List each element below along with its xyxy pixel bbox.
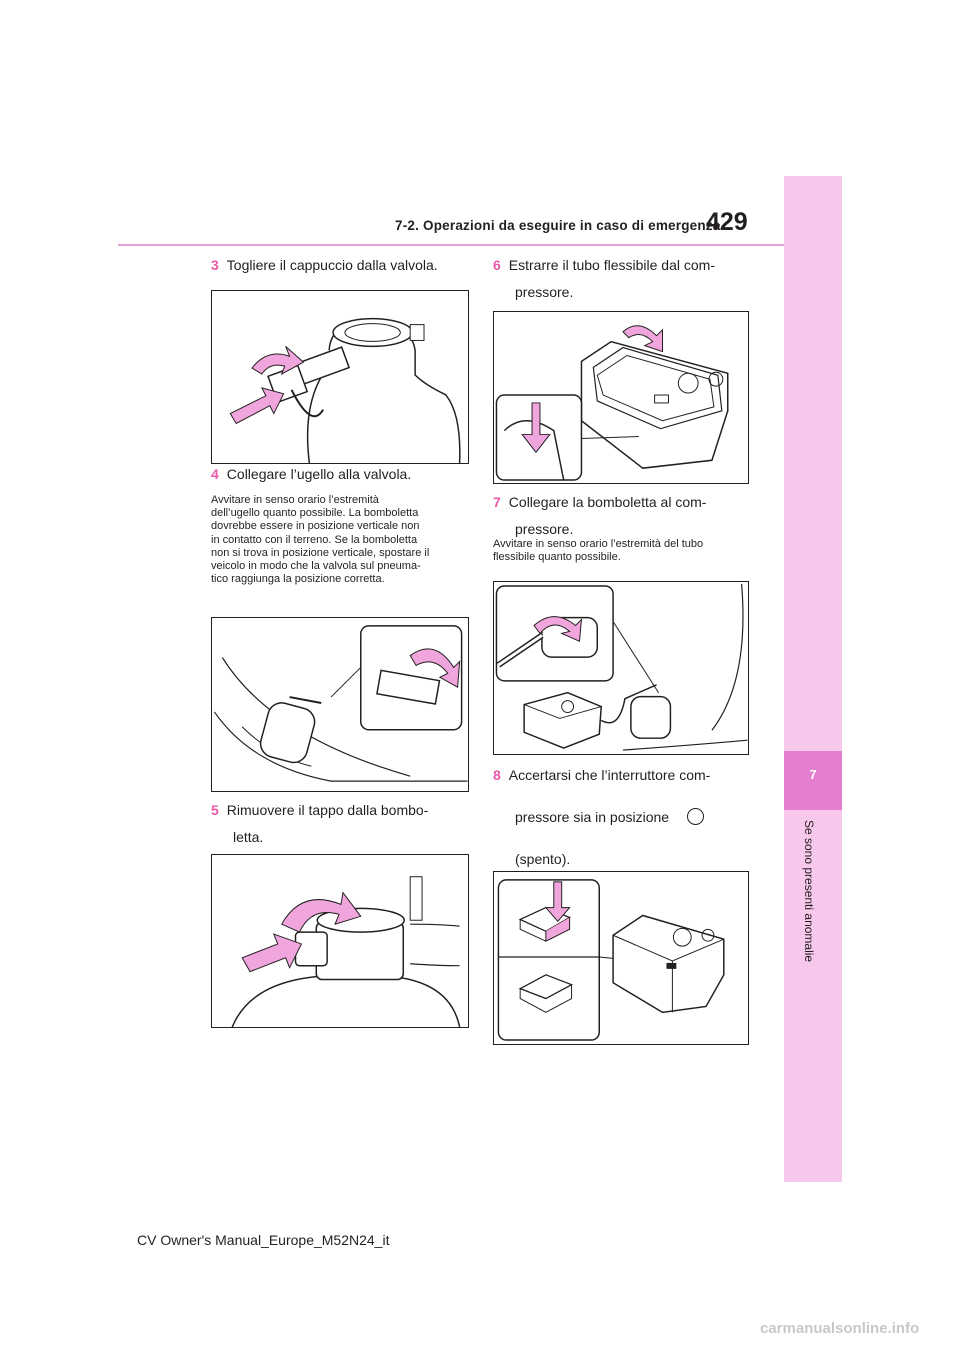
chapter-title: Se sono presenti anomalie [784,820,842,1150]
figure-remove-valve-cap [211,290,469,464]
step-text-continued: (spento). [515,851,571,867]
note-line: veicolo in modo che la valvola sul pneum… [211,560,421,573]
step-text-continued: pressore sia in posizione [493,804,710,831]
note-line: flessibile quanto possibile. [493,551,621,564]
figure-compressor-switch-off [493,871,749,1045]
header-divider [118,244,784,246]
step-7: 7 Collegare la bomboletta al com- pressor… [493,489,706,543]
step-7-note: Avvitare in senso orario l’estremità del… [493,538,703,564]
step-text: Accertarsi che l’interruttore com- [508,767,711,783]
footer-manual-id: CV Owner's Manual_Europe_M52N24_it [137,1232,390,1248]
step-text-part: pressore sia in posizione [515,809,670,825]
step-text-continued: letta. [233,829,264,845]
note-line: Avvitare in senso orario l’estremità [211,494,379,506]
step-text: Rimuovere il tappo dalla bombo- [226,802,429,818]
step-text-continued: pressore. [515,284,574,300]
figure-connect-bottle-compressor [493,581,749,755]
step-8: 8 Accertarsi che l’interruttore com- pres… [493,762,710,873]
page-number: 429 [706,208,748,236]
extract-hose-illustration [495,325,729,481]
figure-connect-nozzle [211,617,469,792]
chapter-number-tab [784,751,842,810]
step-text: Collegare la bomboletta al com- [508,494,707,510]
step-3: 3 Togliere il cappuccio dalla valvola. [211,252,438,279]
chapter-side-tab [784,176,842,1182]
nozzle-connection-illustration [213,625,468,782]
chapter-title-text: Se sono presenti anomalie [802,820,816,963]
step-number: 6 [493,257,501,273]
note-line: Avvitare in senso orario l’estremità del… [493,538,704,550]
step-number: 4 [211,466,219,482]
step-6: 6 Estrarre il tubo flessibile dal com- pr… [493,252,715,306]
step-text: Togliere il cappuccio dalla valvola. [226,257,438,273]
note-line: dell’ugello quanto possibile. La bombole… [211,507,419,520]
step-number: 3 [211,257,219,273]
step-number: 8 [493,767,501,783]
note-line: tico raggiunga la posizione corretta. [211,573,385,586]
step-4-note: Avvitare in senso orario l’estremità del… [211,494,429,586]
note-line: dovrebbe essere in posizione verticale n… [211,520,420,533]
chapter-number: 7 [809,768,817,782]
step-text: Collegare l’ugello alla valvola. [226,466,412,482]
figure-remove-bottle-cap [211,854,469,1028]
note-line: in contatto con il terreno. Se la bombol… [211,533,418,546]
figure-extract-hose [493,311,749,484]
step-number: 7 [493,494,501,510]
watermark: carmanualsonline.info [760,1320,920,1337]
bottle-cap-illustration [231,876,461,1027]
step-text: Estrarre il tubo flessibile dal com- [508,257,715,273]
step-4: 4 Collegare l’ugello alla valvola. [211,461,411,488]
step-text-continued: pressore. [515,521,574,537]
valve-cap-illustration [229,317,461,463]
step-5: 5 Rimuovere il tappo dalla bombo- letta. [211,797,428,851]
compressor-switch-illustration [497,879,725,1041]
off-circle-icon [687,808,705,825]
bottle-compressor-illustration [495,583,748,751]
note-line: non si trova in posizione verticale, spo… [211,546,430,559]
step-number: 5 [211,802,219,818]
section-title: 7-2. Operazioni da eseguire in caso di e… [395,218,721,233]
